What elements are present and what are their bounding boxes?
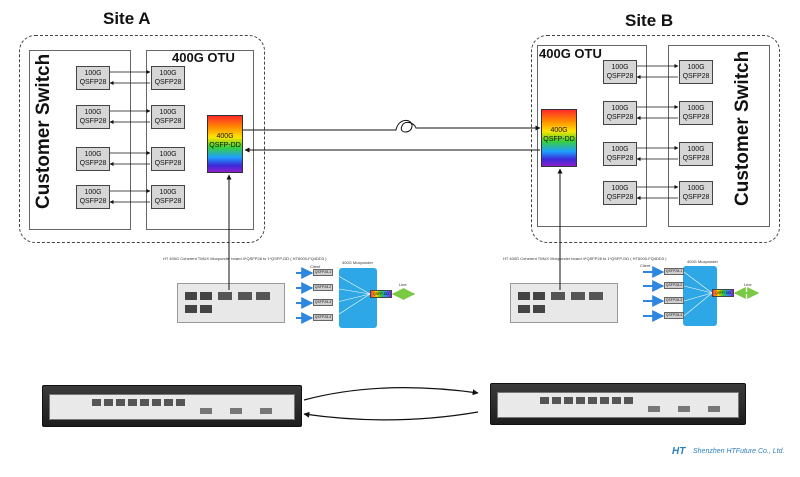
- card-b-port-1: QSFP28-1: [664, 268, 684, 275]
- site-a-otu-label: 400G OTU: [172, 50, 235, 65]
- card-a-client-arrows: [296, 267, 314, 324]
- chassis-a-details: [92, 399, 272, 414]
- site-b-otu-label: 400G OTU: [539, 46, 602, 61]
- card-a-details: [185, 292, 270, 313]
- card-a-board: [177, 283, 285, 323]
- card-to-dd-links: [226, 168, 563, 290]
- site-a-switch-qsfp28-2: 100G QSFP28: [76, 105, 110, 129]
- card-a-port-2: QSFP28-2: [313, 284, 333, 291]
- card-b-client-label: Client: [640, 263, 651, 268]
- site-b-otu-qsfp28-4: 100G QSFP28: [603, 181, 637, 205]
- site-b-switch-qsfp28-4: 100G QSFP28: [679, 181, 713, 205]
- site-a-switch-qsfp28-4: 100G QSFP28: [76, 185, 110, 209]
- site-a-otu-qsfp28-2: 100G QSFP28: [151, 105, 185, 129]
- card-b-port-4: QSFP28-4: [664, 312, 684, 319]
- site-a-title: Site A: [103, 9, 151, 28]
- site-b-switch-qsfp28-3: 100G QSFP28: [679, 142, 713, 166]
- site-b-otu-qsfp28-1: 100G QSFP28: [603, 60, 637, 84]
- card-b-port-2: QSFP28-2: [664, 282, 684, 289]
- company-logo-icon: HT: [672, 446, 686, 457]
- site-b-qsfp-links: [636, 64, 679, 200]
- chassis-b-details: [540, 397, 720, 412]
- chassis-b-front-panel: [497, 392, 739, 418]
- site-b-switch-qsfp28-1: 100G QSFP28: [679, 60, 713, 84]
- card-a-mux-title: 400G Muxponder: [342, 260, 373, 265]
- line-fiber-links: [243, 120, 541, 153]
- site-a-qsfp-links: [109, 70, 151, 204]
- site-a-otu-qsfp28-4: 100G QSFP28: [151, 185, 185, 209]
- card-a-client-label: Client: [310, 264, 321, 269]
- site-b-otu-qsfp28-3: 100G QSFP28: [603, 142, 637, 166]
- card-a-port-1: QSFP28-1: [313, 269, 333, 276]
- site-a-switch-qsfp28-1: 100G QSFP28: [76, 66, 110, 90]
- card-b-mux-lines: [683, 271, 713, 317]
- card-b-mux-title: 400G Muxponder: [687, 259, 718, 264]
- site-a-switch-qsfp28-3: 100G QSFP28: [76, 147, 110, 171]
- card-b-details: [518, 292, 603, 313]
- card-a-mux-lines: [332, 272, 371, 319]
- site-b-qsfp-dd: 400G QSFP-DD: [541, 109, 577, 167]
- site-a-qsfp-dd: 400G QSFP-DD: [207, 115, 243, 173]
- card-b-mux-box: [683, 266, 717, 326]
- card-a-line-port: QSFP-DD: [370, 290, 392, 298]
- card-a-mux-box: [339, 268, 377, 328]
- card-b-board: [510, 283, 618, 323]
- card-a-port-3: QSFP28-3: [313, 299, 333, 306]
- chassis-link-arrows: [303, 387, 479, 421]
- site-a-otu-qsfp28-3: 100G QSFP28: [151, 147, 185, 171]
- site-a-otu-qsfp28-1: 100G QSFP28: [151, 66, 185, 90]
- chassis-a-front-panel: [49, 394, 295, 420]
- card-b-line-port: QSFP-DD: [712, 289, 734, 297]
- card-a-line-label: Line: [399, 282, 407, 287]
- card-a-caption: HT 400G Coherent TMUX Muxponder board 4*…: [163, 256, 327, 261]
- site-b-otu-qsfp28-2: 100G QSFP28: [603, 101, 637, 125]
- site-b-switch-qsfp28-2: 100G QSFP28: [679, 101, 713, 125]
- card-b-caption: HT 400G Coherent TMUX Muxponder board 4*…: [503, 256, 667, 261]
- card-a-port-4: QSFP28-4: [313, 314, 333, 321]
- company-name: Shenzhen HTFuture Co., Ltd.: [693, 448, 785, 455]
- card-b-port-3: QSFP28-3: [664, 297, 684, 304]
- site-b-title: Site B: [625, 11, 674, 30]
- card-b-client-arrows: [643, 266, 665, 322]
- card-b-line-label: Line: [744, 282, 752, 287]
